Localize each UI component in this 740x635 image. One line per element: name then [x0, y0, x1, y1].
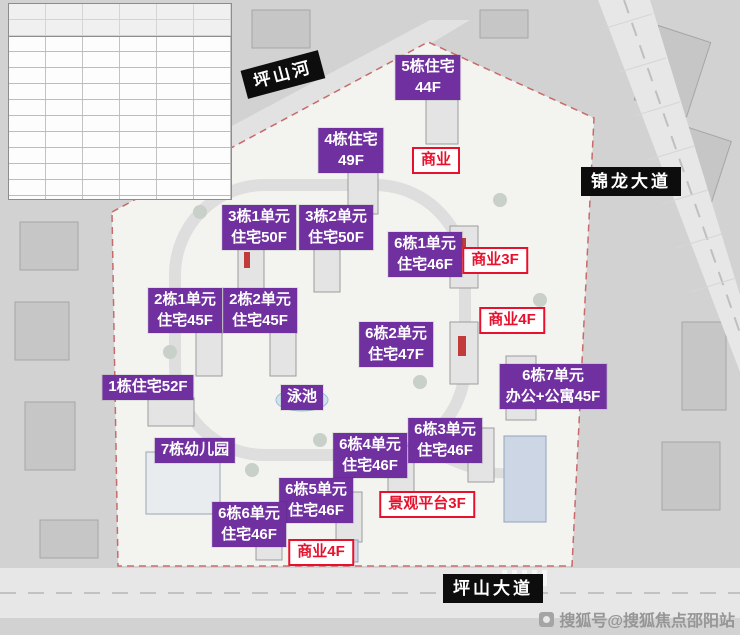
label-tower-5: 5栋住宅 44F — [395, 55, 461, 101]
indicator-table — [8, 3, 232, 200]
label-tower-4: 4栋住宅 49F — [318, 128, 384, 174]
label-tower-6-6: 6栋6单元 住宅46F — [212, 502, 286, 548]
label-tower-6-7: 6栋7单元 办公+公寓45F — [499, 364, 607, 410]
watermark-text: 搜狐号@搜狐焦点邵阳站 — [559, 613, 735, 630]
context-buildings — [14, 9, 732, 559]
label-pool: 泳池 — [280, 385, 324, 410]
label-tower-2-1: 2栋1单元 住宅45F — [148, 288, 222, 334]
label-tower-6-1: 6栋1单元 住宅46F — [388, 232, 462, 278]
watermark: 搜狐号@搜狐焦点邵阳站 — [539, 607, 735, 631]
label-tower-3-1: 3栋1单元 住宅50F — [222, 205, 296, 251]
label-tower-3-2: 3栋2单元 住宅50F — [299, 205, 373, 251]
south-road — [0, 568, 740, 618]
label-tower-6-2: 6栋2单元 住宅47F — [359, 322, 433, 368]
label-commercial-4f-east: 商业4F — [479, 307, 545, 334]
sohu-logo-icon — [539, 611, 555, 627]
label-commercial-4f-south: 商业4F — [288, 539, 354, 566]
label-tower-6-3: 6栋3单元 住宅46F — [408, 418, 482, 464]
label-tower-2-2: 2栋2单元 住宅45F — [223, 288, 297, 334]
label-tower-1: 1栋住宅52F — [102, 375, 194, 400]
label-road-jinlong: 锦龙大道 — [581, 167, 681, 197]
label-commercial: 商业 — [411, 147, 461, 174]
label-kindergarten: 7栋幼儿园 — [154, 438, 236, 463]
label-commercial-3f: 商业3F — [462, 247, 528, 274]
label-road-pingshan: 坪山大道 — [443, 574, 543, 604]
label-tower-6-4: 6栋4单元 住宅46F — [333, 433, 407, 479]
label-landscape-deck-3f: 景观平台3F — [379, 491, 475, 518]
indicator-table-header — [9, 4, 231, 37]
label-tower-6-5: 6栋5单元 住宅46F — [279, 478, 353, 524]
